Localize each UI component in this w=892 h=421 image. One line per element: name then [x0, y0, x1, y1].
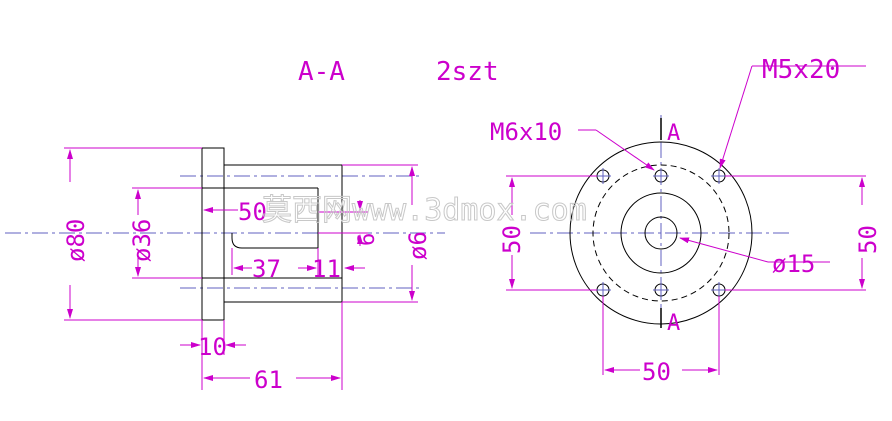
- dim-shoulder-diameter: ø6: [404, 231, 432, 260]
- dim-inner-depth: 37: [252, 255, 281, 283]
- dim-flange-thickness: 10: [198, 333, 227, 361]
- section-mark-top: A: [667, 121, 680, 146]
- dim-height-left: 50: [498, 225, 526, 254]
- watermark: 莫西网www.3dmox.com: [262, 193, 587, 228]
- section-dimension-lines: [67, 149, 415, 381]
- dim-small-step: 6: [355, 233, 380, 246]
- bolt-hole-centers: [595, 168, 727, 298]
- section-mark-bottom: A: [667, 311, 680, 336]
- dim-total-length: 61: [254, 366, 283, 394]
- part-outline: [201, 147, 343, 321]
- callout-thread-large: M5x20: [762, 55, 840, 85]
- dim-flange-depth: 50: [238, 198, 267, 226]
- section-centerlines: [5, 175, 445, 289]
- dim-step: 11: [312, 255, 341, 283]
- dim-bore-diameter: ø36: [128, 219, 156, 262]
- quantity-label: 2szt: [436, 57, 499, 87]
- front-centerlines: [530, 115, 790, 330]
- callout-center-bore: ø15: [772, 250, 815, 278]
- section-extension-lines: [64, 147, 418, 390]
- section-view: ø80 ø36 ø6 50 37 11 6 10 61: [5, 147, 445, 394]
- dim-height-right: 50: [854, 225, 882, 254]
- dim-width-bottom: 50: [642, 358, 671, 386]
- callout-thread-small: M6x10: [490, 118, 562, 146]
- front-view: M6x10 M5x20 A A ø15 50 50 50: [490, 55, 882, 386]
- section-title: A-A: [298, 57, 345, 87]
- front-dimension-lines: [509, 65, 866, 373]
- front-extension-lines: [506, 175, 866, 375]
- dim-outer-diameter: ø80: [62, 219, 90, 262]
